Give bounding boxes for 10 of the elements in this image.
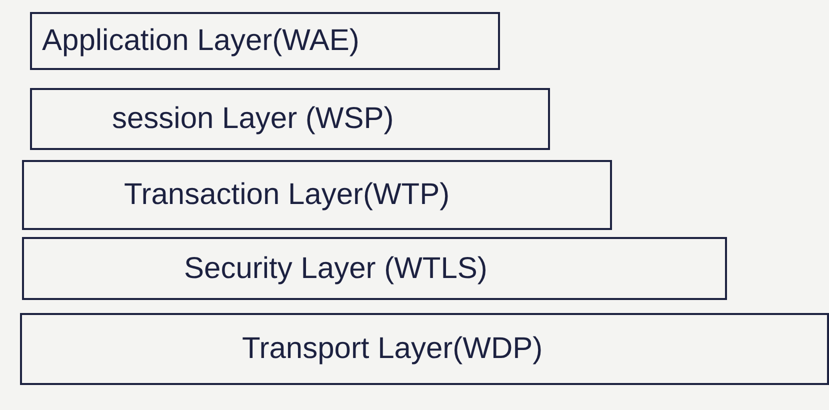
layer-box: [30, 88, 550, 150]
layer-box: [30, 12, 500, 70]
layer-label: Transaction Layer(WTP): [124, 180, 450, 210]
layer-box: [20, 313, 829, 385]
layer-label: Security Layer (WTLS): [184, 254, 488, 284]
layer-label: Application Layer(WAE): [42, 26, 360, 56]
layer-box: [22, 160, 612, 230]
layer-label: session Layer (WSP): [112, 104, 394, 134]
layer-box: [22, 237, 727, 300]
layer-label: Transport Layer(WDP): [242, 334, 543, 364]
